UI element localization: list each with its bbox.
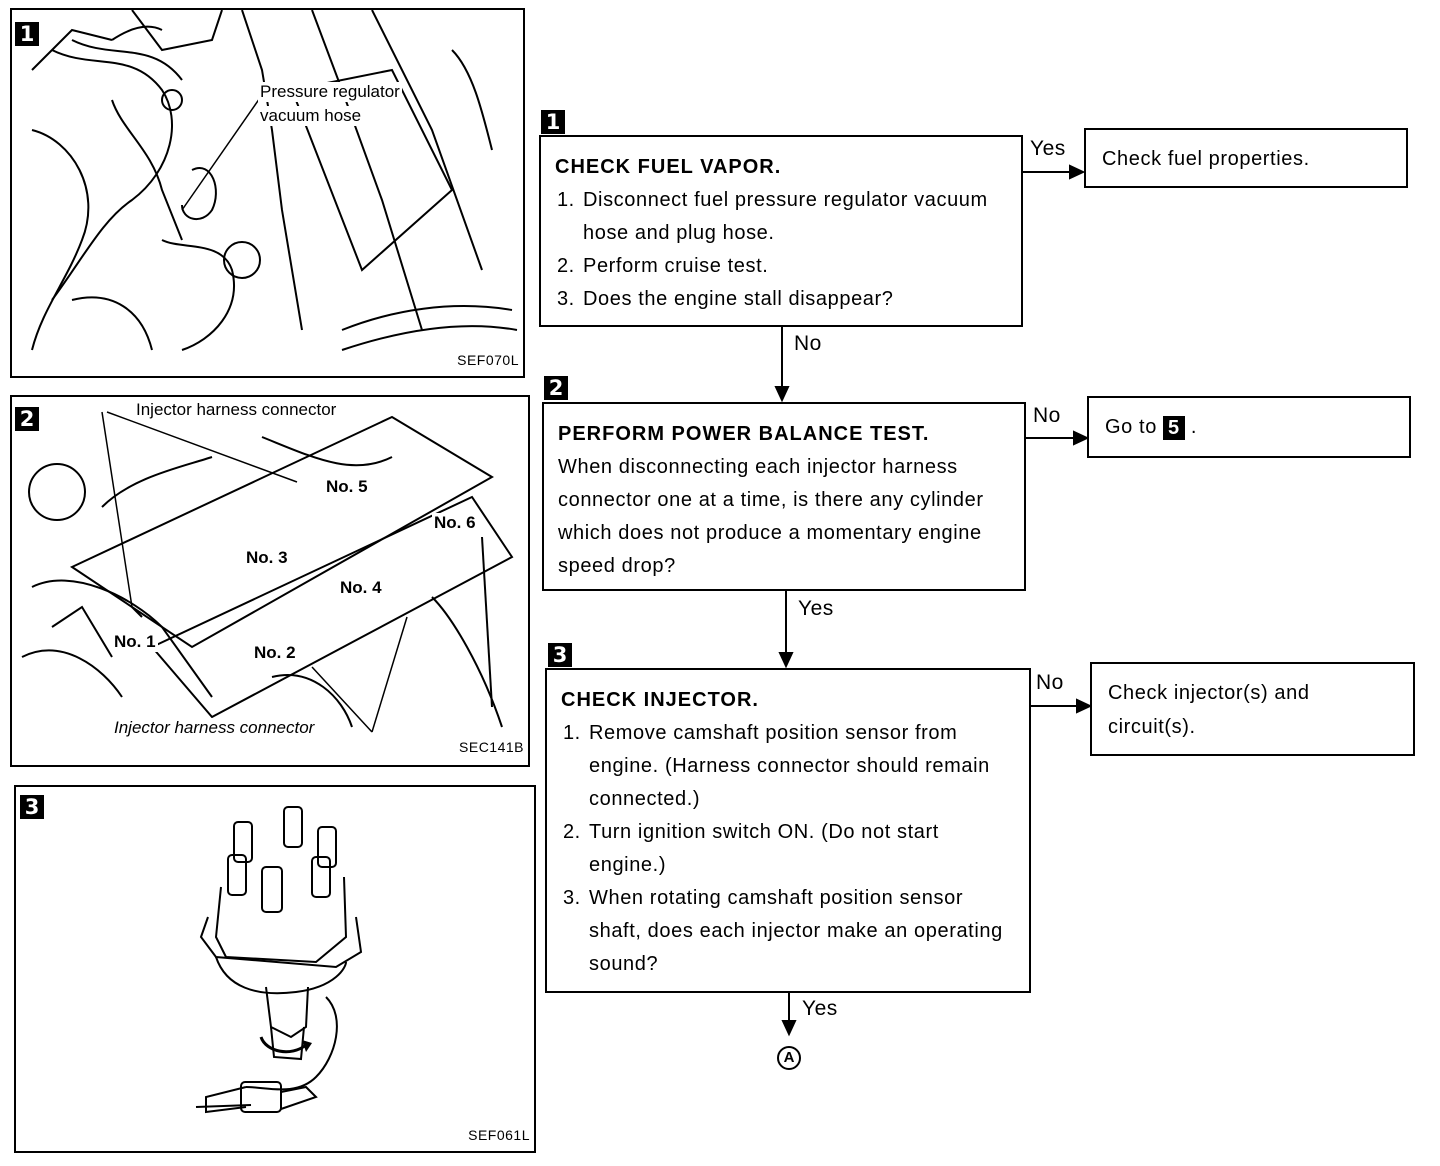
figure-2-tag: SEC141B — [459, 739, 524, 755]
figure-3-frame: 3 SEF061L — [14, 785, 536, 1153]
step-1-item: Perform cruise test. — [581, 250, 1007, 283]
step-3-box: CHECK INJECTOR. Remove camshaft position… — [545, 668, 1031, 993]
callout-injector-connector-bottom: Injector harness connector — [112, 718, 317, 738]
step-2-body: When disconnecting each injector harness… — [558, 456, 984, 577]
callout-pressure-regulator: Pressure regulator — [258, 82, 402, 102]
result-check-injectors-circuits: Check injector(s) and circuit(s). — [1090, 662, 1415, 756]
figure-1-number: 1 — [15, 22, 39, 46]
callout-no-6: No. 6 — [432, 513, 478, 533]
label-no-2: No — [1033, 404, 1061, 427]
step-3-list: Remove camshaft position sensor from eng… — [561, 717, 1015, 981]
callout-injector-connector-top: Injector harness connector — [134, 400, 339, 420]
step-3-item: Remove camshaft position sensor from eng… — [587, 717, 1015, 816]
callout-no-5: No. 5 — [324, 477, 370, 497]
step-2-title: PERFORM POWER BALANCE TEST. — [558, 423, 930, 445]
label-no-3: No — [1036, 671, 1064, 694]
figure-3-number: 3 — [20, 795, 44, 819]
step-1-title: CHECK FUEL VAPOR. — [555, 156, 782, 178]
callout-vacuum-hose: vacuum hose — [258, 106, 364, 126]
step-1-box: CHECK FUEL VAPOR. Disconnect fuel pressu… — [539, 135, 1023, 327]
engine-illustration-1 — [31, 10, 518, 351]
go-to-text: Go to — [1105, 416, 1157, 438]
step-1-item: Disconnect fuel pressure regulator vacuu… — [581, 184, 1007, 250]
figure-1-frame: 1 Pressure regulator vacuum hose SEF070L — [10, 8, 525, 378]
connector-a[interactable]: A — [777, 1046, 801, 1070]
callout-no-1: No. 1 — [112, 632, 158, 652]
step-2-number: 2 — [544, 376, 568, 400]
step-1-number: 1 — [541, 110, 565, 134]
figure-2-frame: 2 Injector harness connector No. 5 No. 6… — [10, 395, 530, 767]
go-to-period: . — [1190, 416, 1198, 438]
callout-no-2: No. 2 — [252, 643, 298, 663]
figure-3-tag: SEF061L — [468, 1127, 530, 1143]
figure-1-tag: SEF070L — [457, 352, 519, 368]
step-3-title: CHECK INJECTOR. — [561, 689, 759, 711]
callout-no-3: No. 3 — [244, 548, 290, 568]
step-3-number: 3 — [548, 643, 572, 667]
step-1-list: Disconnect fuel pressure regulator vacuu… — [555, 184, 1007, 316]
camshaft-sensor-illustration — [195, 806, 363, 1114]
figure-2-number: 2 — [15, 407, 39, 431]
step-1-item: Does the engine stall disappear? — [581, 283, 1007, 316]
callout-no-4: No. 4 — [338, 578, 384, 598]
step-3-item: Turn ignition switch ON. (Do not start e… — [587, 816, 1015, 882]
label-no-1: No — [794, 332, 822, 355]
step-2-box: PERFORM POWER BALANCE TEST. When disconn… — [542, 402, 1026, 591]
result-check-fuel-properties: Check fuel properties. — [1084, 128, 1408, 188]
label-yes-3: Yes — [802, 997, 838, 1020]
label-yes-1: Yes — [1030, 137, 1066, 160]
go-to-ref-5[interactable]: 5 — [1162, 415, 1185, 440]
step-3-item: When rotating camshaft position sensor s… — [587, 882, 1015, 981]
label-yes-2: Yes — [798, 597, 834, 620]
engine-illustration-2 — [21, 411, 514, 733]
